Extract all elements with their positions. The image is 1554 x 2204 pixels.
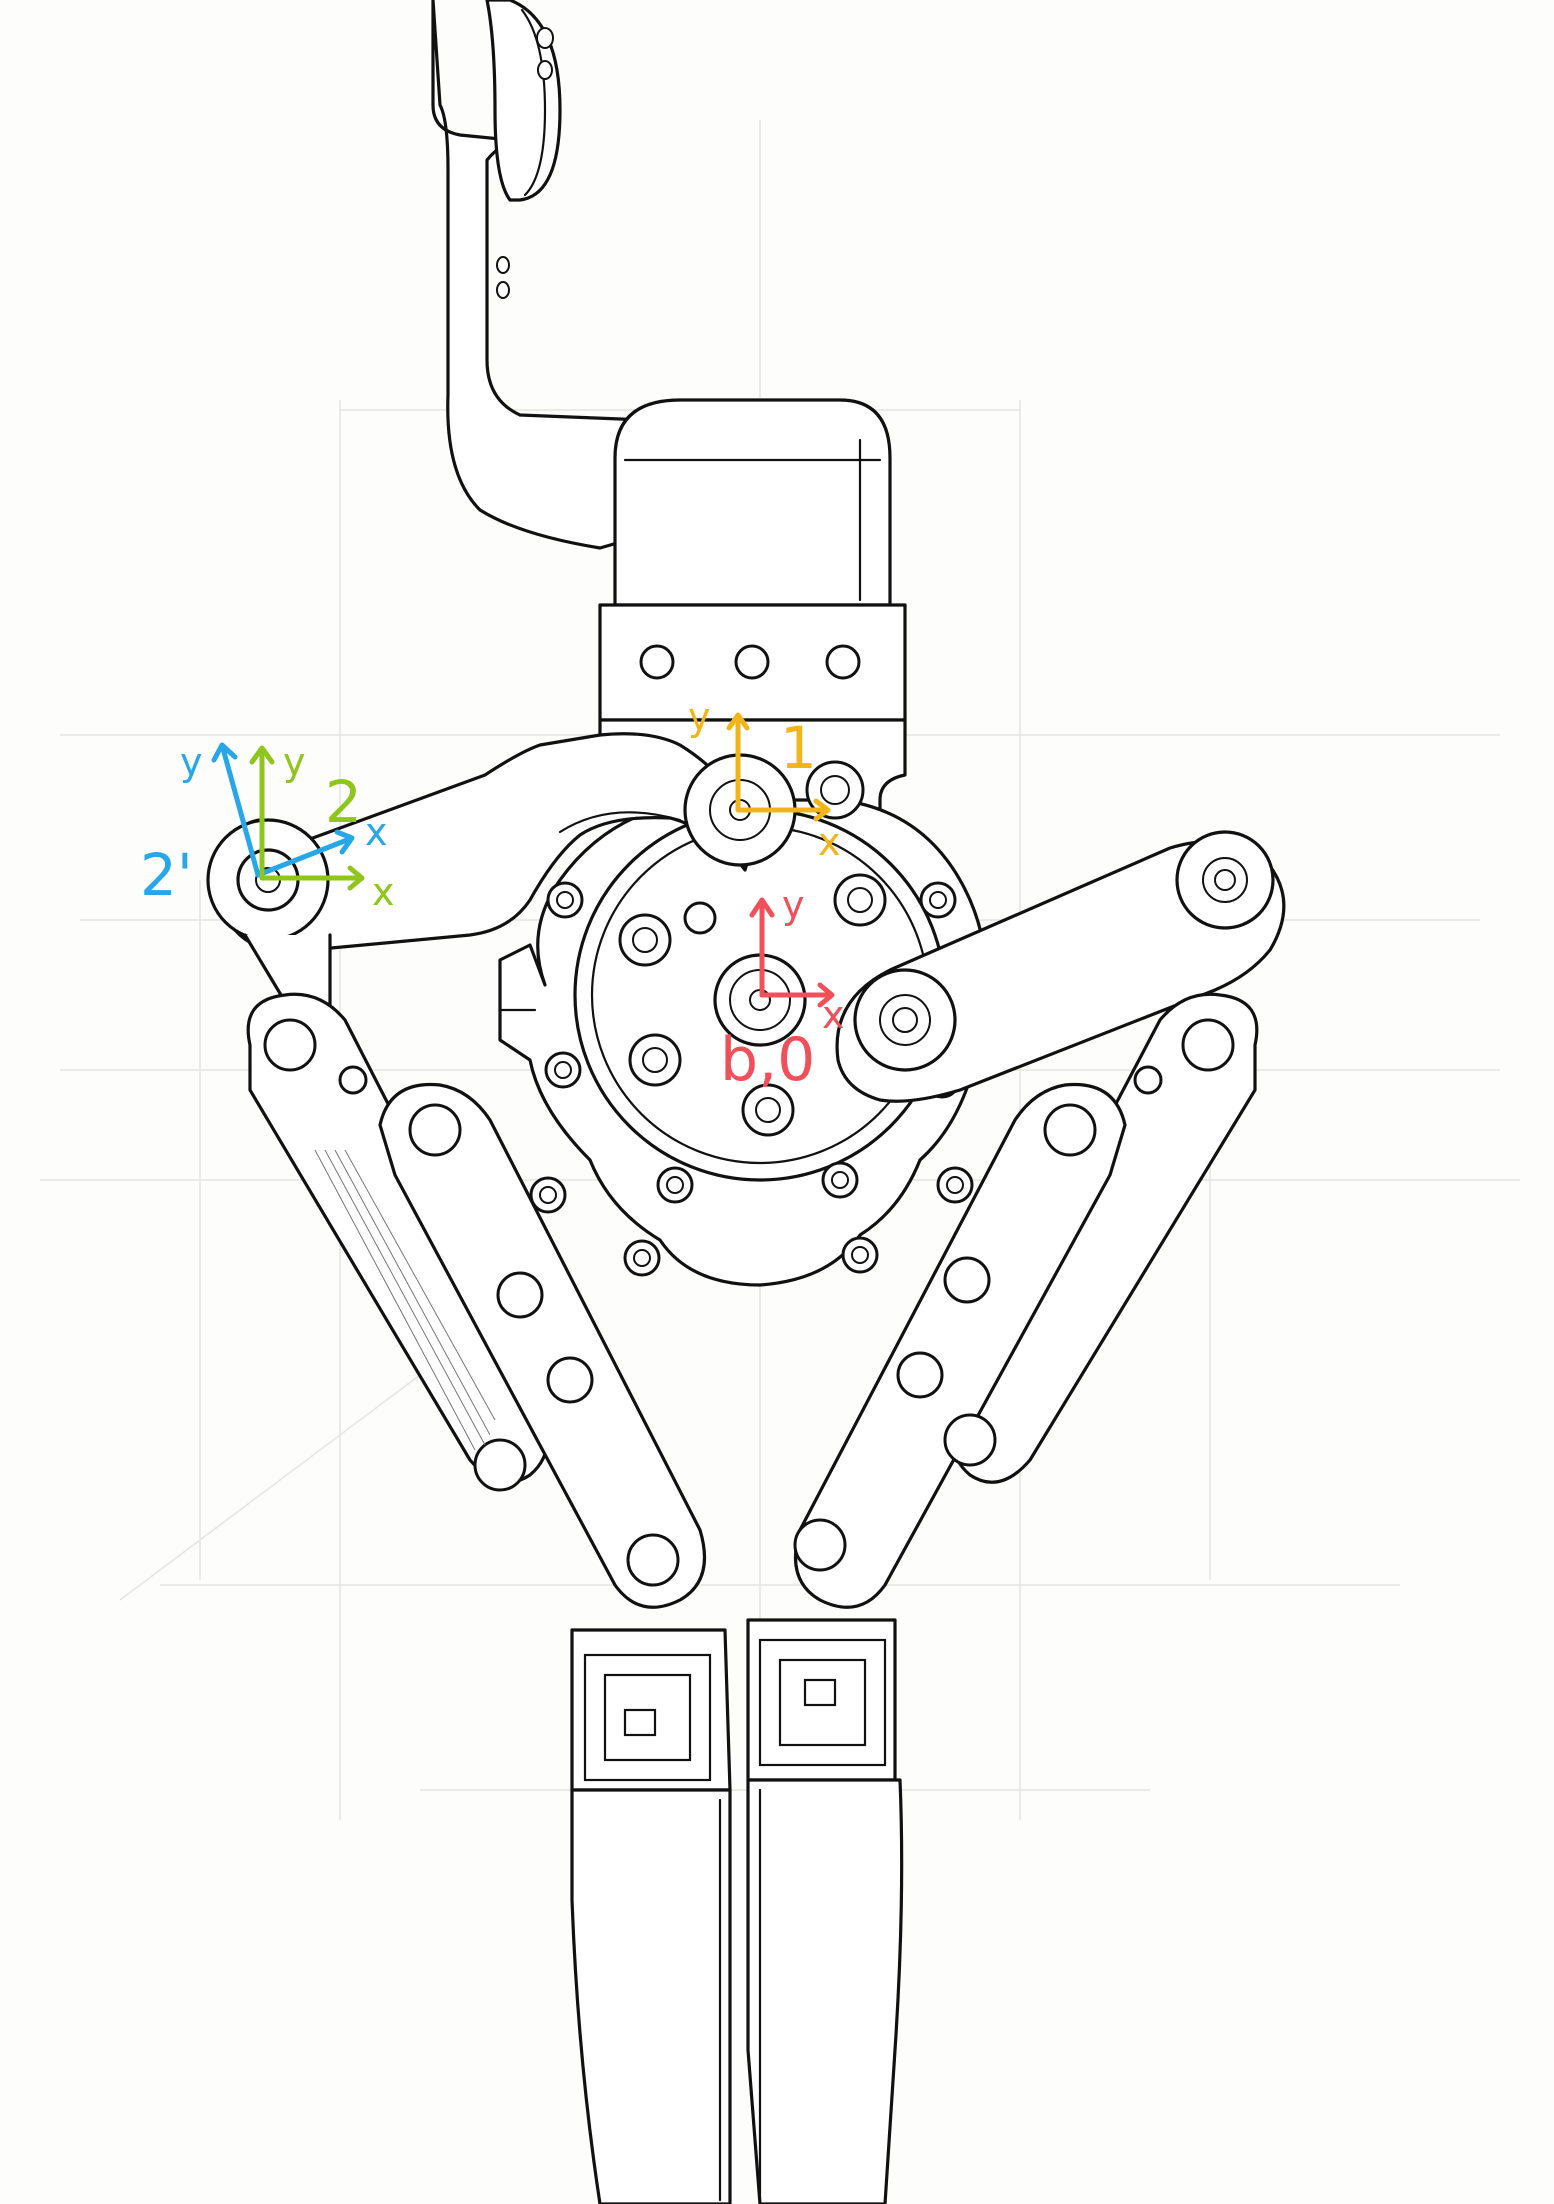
frame-1-x-label: x <box>818 820 841 864</box>
frame-b0-x-axis <box>759 982 835 1008</box>
frame-b0-label: b,0 <box>720 1025 815 1095</box>
frame-b0-y-label: y <box>782 883 805 927</box>
servo-screw-3 <box>825 644 861 680</box>
frame-2-x-label: x <box>372 870 395 914</box>
left-linkage <box>246 992 707 1609</box>
right-linkage <box>793 992 1259 1609</box>
frame-b0: y x b,0 <box>720 883 845 1095</box>
mounting-bracket <box>431 0 647 550</box>
frame-1-label: 1 <box>780 714 817 782</box>
frame-2-prime: y x 2' <box>140 740 388 909</box>
frame-2-prime-label: 2' <box>140 841 193 909</box>
frame-1-x-axis <box>735 798 831 822</box>
frame-2-label: 2 <box>325 768 362 836</box>
frame-2-y-axis <box>249 745 275 881</box>
frame-2-prime-y-axis <box>211 742 261 878</box>
right-finger <box>746 1618 904 2204</box>
frame-2-x-axis <box>259 865 365 891</box>
frame-1-y-label: y <box>688 695 711 739</box>
servo-screw-2 <box>734 644 770 680</box>
frame-b0-y-axis <box>749 897 775 998</box>
frame-2-prime-y-label: y <box>180 740 203 784</box>
coordinate-frames: y x 2' y x 2 y x 1 y x b,0 <box>140 695 845 1095</box>
frame-2-prime-x-axis <box>255 829 355 878</box>
frame-2-prime-x-label: x <box>365 810 388 854</box>
right-crank-link <box>835 830 1286 1103</box>
servo-screw-1 <box>639 644 675 680</box>
frame-2: y x 2 <box>249 740 395 914</box>
left-finger <box>570 1628 732 2204</box>
frame-2-y-label: y <box>283 740 306 784</box>
frame-b0-x-label: x <box>822 993 845 1037</box>
frame-1-y-axis <box>726 712 750 813</box>
frame-1: y x 1 <box>688 695 841 864</box>
